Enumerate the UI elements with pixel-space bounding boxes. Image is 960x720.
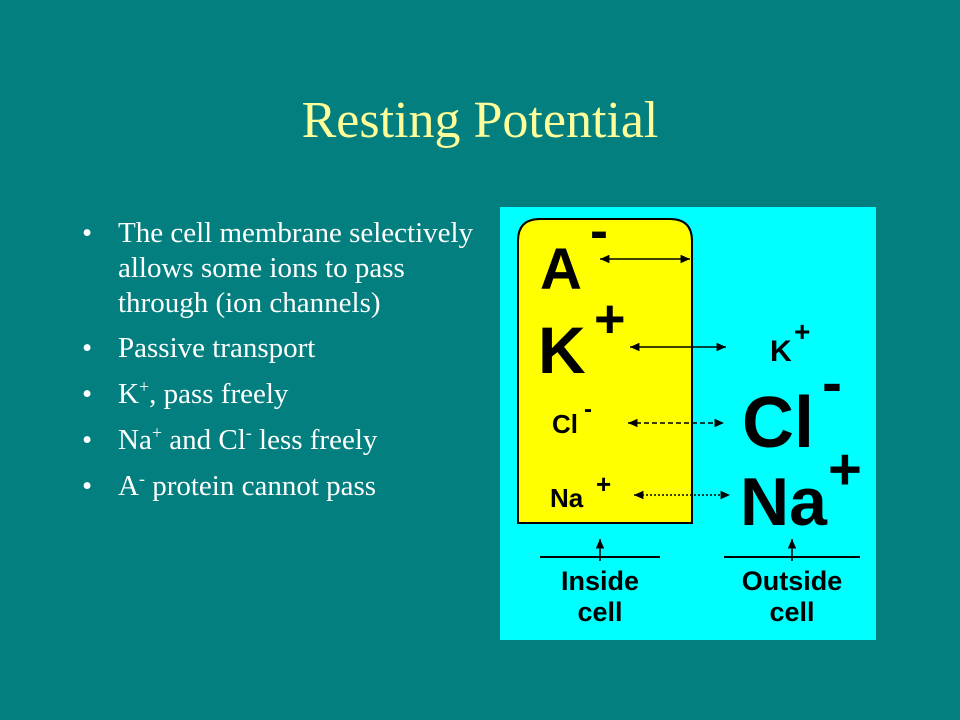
- outside-label-line1: Outside: [742, 566, 843, 596]
- bullet-list: • The cell membrane selectively allows so…: [82, 216, 482, 515]
- bullet-text-fragment: protein cannot pass: [144, 469, 377, 502]
- inside-ion-cl-charge: -: [584, 396, 592, 423]
- ion-charge-superscript: +: [138, 376, 150, 397]
- inside-ion-na-charge: +: [596, 469, 611, 499]
- bullet-item: • K+, pass freely: [82, 377, 482, 412]
- ion-charge-superscript: +: [151, 422, 162, 443]
- bullet-text: Na+ and Cl- less freely: [118, 422, 378, 456]
- bullet-dot-icon: •: [82, 469, 93, 502]
- bullet-text-fragment: , pass freely: [149, 378, 289, 411]
- bullet-text-fragment: Na: [118, 423, 152, 456]
- bullet-text-fragment: A: [118, 469, 139, 502]
- inside-ion-a-symbol: A: [540, 237, 582, 302]
- ion-diagram: A - K + Cl - Na + K + Cl - Na + Inside c…: [500, 207, 876, 640]
- bullet-text: Passive transport: [118, 332, 315, 364]
- bullet-text-fragment: The cell membrane selectively allows som…: [118, 217, 474, 319]
- inside-label-line2: cell: [577, 597, 622, 627]
- bullet-text-fragment: K: [118, 378, 139, 411]
- bullet-text: The cell membrane selectively allows som…: [118, 217, 473, 319]
- bullet-dot-icon: •: [82, 217, 93, 249]
- inside-ion-k-charge: +: [594, 289, 626, 349]
- bullet-text-fragment: less freely: [251, 423, 378, 456]
- ion-charge-superscript: -: [245, 422, 252, 443]
- outside-ion-cl-symbol: Cl: [742, 383, 814, 463]
- bullet-dot-icon: •: [82, 378, 93, 411]
- bullet-text-fragment: and Cl: [161, 423, 246, 456]
- inside-ion-na-symbol: Na: [550, 483, 584, 513]
- bullet-dot-icon: •: [82, 423, 93, 456]
- page-title: Resting Potential: [301, 92, 659, 149]
- outside-ion-na-charge: +: [828, 437, 862, 502]
- outside-ion-k-symbol: K: [770, 335, 792, 368]
- outside-ion-na-symbol: Na: [740, 464, 828, 540]
- bullet-item: • The cell membrane selectively allows so…: [82, 216, 482, 320]
- outside-ion-k-charge: +: [794, 316, 810, 347]
- bullet-item: • A- protein cannot pass: [82, 469, 482, 504]
- outside-ion-cl-charge: -: [822, 349, 842, 416]
- ion-charge-superscript: -: [138, 468, 145, 489]
- inside-ion-cl-symbol: Cl: [552, 409, 578, 439]
- inside-ion-k-symbol: K: [538, 313, 586, 387]
- inside-cell-region: [517, 218, 693, 524]
- bullet-text: K+, pass freely: [118, 376, 289, 411]
- bullet-item: • Passive transport: [82, 331, 482, 366]
- bullet-dot-icon: •: [82, 332, 93, 365]
- inside-ion-a-charge: -: [590, 207, 608, 261]
- bullet-text-fragment: Passive transport: [118, 332, 316, 365]
- outside-label-line2: cell: [769, 597, 814, 627]
- bullet-text: A- protein cannot pass: [118, 468, 377, 502]
- bullet-item: • Na+ and Cl- less freely: [82, 423, 482, 458]
- inside-label-line1: Inside: [561, 566, 639, 596]
